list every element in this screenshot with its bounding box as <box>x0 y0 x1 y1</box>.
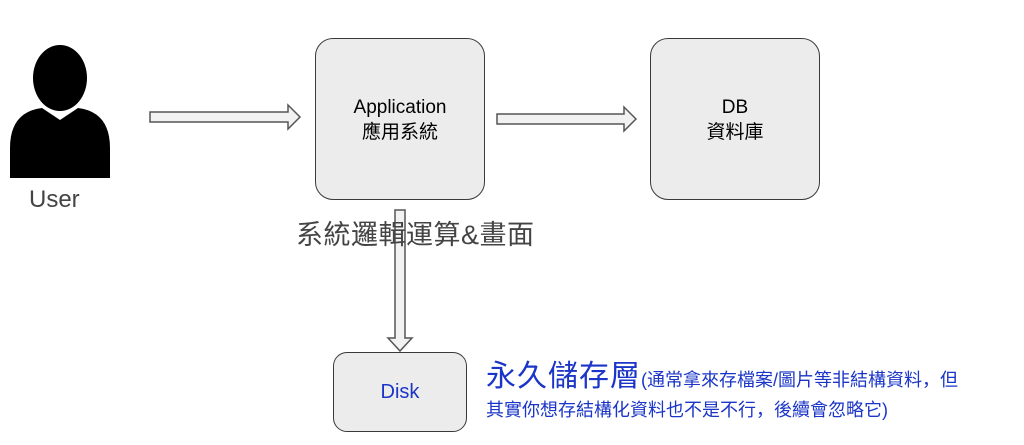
disk-node[interactable]: Disk <box>333 352 467 432</box>
persistence-title: 永久儲存層 <box>486 360 641 393</box>
db-node[interactable]: DB 資料庫 <box>650 38 820 200</box>
persistence-desc-line1: (通常拿來存檔案/圖片等非結構資料，但 <box>641 370 958 390</box>
disk-node-label: Disk <box>380 380 420 403</box>
arrow-user-to-application <box>149 103 302 131</box>
application-node[interactable]: Application 應用系統 <box>315 38 485 200</box>
user-icon <box>10 45 110 178</box>
application-node-title: Application <box>353 97 447 118</box>
persistence-desc-line2: 其實你想存結構化資料也不是不行，後續會忽略它) <box>486 400 888 420</box>
arrow-application-to-disk <box>386 209 414 353</box>
application-node-subtitle: 應用系統 <box>361 122 438 143</box>
db-node-subtitle: 資料庫 <box>706 122 764 143</box>
arrow-application-to-db <box>496 105 638 133</box>
db-node-title: DB <box>721 97 749 118</box>
persistence-annotation: 永久儲存層(通常拿來存檔案/圖片等非結構資料，但 其實你想存結構化資料也不是不行… <box>486 362 958 423</box>
user-label: User <box>29 186 80 213</box>
logic-annotation: 系統邏輯運算&畫面 <box>296 220 535 250</box>
